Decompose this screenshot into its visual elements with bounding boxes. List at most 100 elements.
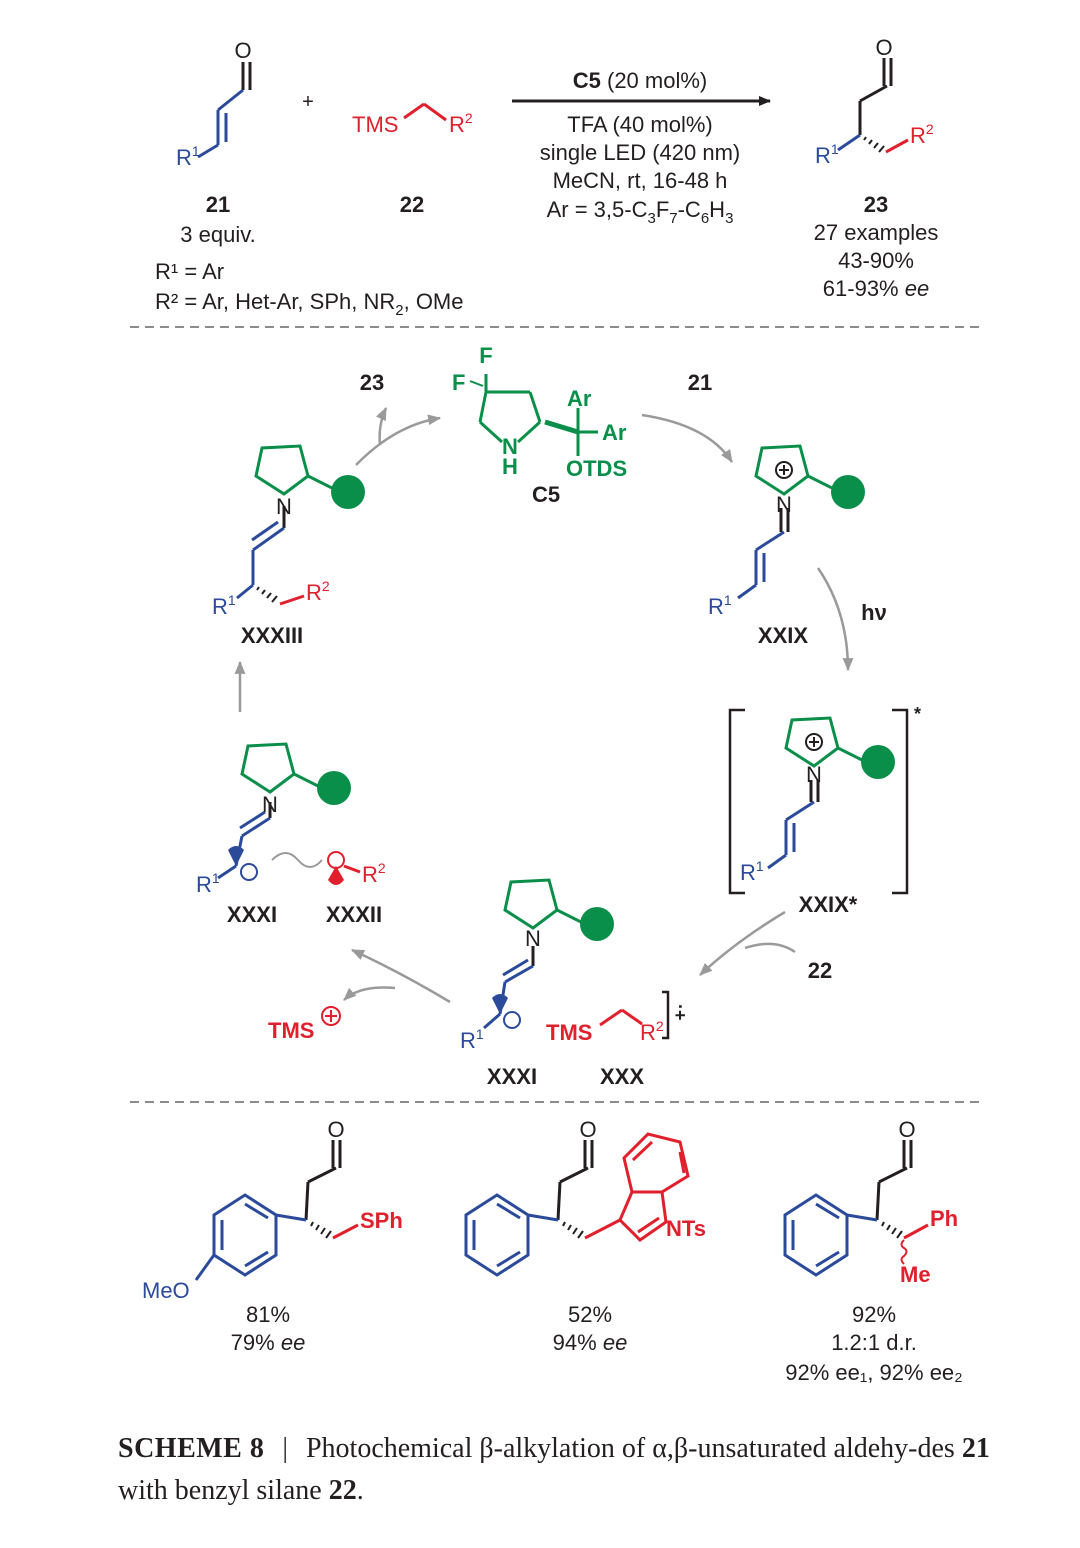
catalyst-amine-n: N (502, 434, 518, 459)
example-3-yield: 92% (852, 1302, 896, 1327)
positive-charge-cross (779, 465, 789, 475)
condition-light: single LED (420 nm) (540, 140, 741, 165)
example-3-oxygen: O (898, 1117, 915, 1142)
xxxiii-r1: R1 (212, 592, 236, 619)
scheme-caption: SCHEME 8 | Photochemical β-alkylation of α… (118, 1428, 1018, 1512)
catalyst-placeholder-sphere (331, 475, 365, 509)
intermediate-xxxiii-structure (236, 444, 337, 606)
catalyst-fluorine-top: F (479, 343, 492, 368)
cycle-release-23-label: 23 (360, 370, 384, 395)
example-3-dr: 1.2:1 d.r. (831, 1330, 917, 1355)
caption-separator: | (282, 1433, 288, 1464)
r1-label: R1 (176, 143, 200, 170)
example-3-ee: 92% ee₁, 92% ee₂ (785, 1360, 962, 1385)
product-yield-range: 43-90% (838, 248, 914, 273)
positive-charge-icon (775, 461, 793, 479)
p-orbital-open-lobe (240, 863, 258, 881)
xxxi-bottom-r1: R1 (460, 1026, 484, 1053)
example-3-structure (783, 1140, 929, 1277)
caption-label: SCHEME 8 (118, 1433, 265, 1464)
example-1-ee: 79% ee (231, 1330, 306, 1355)
example-1-methoxy: MeO (142, 1278, 190, 1303)
tms-positive-charge-cross (325, 1010, 337, 1022)
xxix-star-r1: R1 (740, 858, 764, 885)
intermediate-xxix-star-structure (767, 716, 867, 870)
caption-compound-22: 22 (328, 1475, 357, 1506)
product-r1-label: R1 (815, 141, 839, 168)
tms-label: TMS (352, 112, 398, 137)
radical-pair-bottom-structure (483, 878, 670, 1040)
example-3-substituent-bottom: Me (900, 1262, 931, 1287)
excited-state-brackets (728, 708, 909, 895)
r2-definition: R² = Ar, Het-Ar, SPh, NR2, OMe (155, 289, 464, 319)
example-3-substituent-top: Ph (930, 1206, 958, 1231)
example-2-oxygen: O (579, 1117, 596, 1142)
label-xxxi-bottom: XXXI (487, 1064, 537, 1089)
compound-23-number: 23 (864, 192, 888, 217)
example-1-substituent: SPh (360, 1208, 403, 1233)
catalyst-c5-structure (469, 374, 598, 456)
product-23-structure (837, 58, 909, 154)
label-xxix: XXIX (758, 623, 808, 648)
excited-iminium-nitrogen: N (806, 762, 822, 787)
label-xxxiii: XXXIII (241, 623, 303, 648)
reactant-22-structure (403, 102, 447, 122)
xxxi-left-r1: R1 (196, 870, 220, 897)
example-1-oxygen: O (327, 1117, 344, 1142)
tms-positive-charge-icon (321, 1006, 341, 1026)
positive-charge-icon (805, 733, 823, 751)
radical-cation-charge: ·+ (670, 1004, 690, 1021)
plus-sign: + (302, 91, 314, 113)
catalyst-placeholder-sphere (317, 771, 351, 805)
caption-text-a: Photochemical β-alkylation of α,β-unsatu… (305, 1433, 962, 1464)
caption-compound-21: 21 (961, 1433, 990, 1464)
radical-orbital-filled-lobe (328, 866, 344, 885)
condition-ar-definition: Ar = 3,5-C3F7-C6H3 (547, 197, 734, 227)
compound-21-equiv: 3 equiv. (180, 222, 255, 247)
intermediate-xxix-structure (737, 444, 837, 600)
catalyst-aryl-1: Ar (567, 386, 592, 411)
condition-acid: TFA (40 mol%) (567, 112, 712, 137)
xxx-r2: R2 (640, 1018, 664, 1045)
catalyst-c5-label: C5 (532, 482, 560, 507)
example-2-yield: 52% (568, 1302, 612, 1327)
catalyst-placeholder-sphere (861, 745, 895, 779)
product-examples: 27 examples (814, 220, 939, 245)
r1-definition: R¹ = Ar (155, 259, 224, 284)
p-orbital-open-lobe (503, 1011, 521, 1029)
catalyst-fluorine-left: F (452, 370, 465, 395)
r2-label: R2 (449, 110, 473, 137)
compound-21-number: 21 (206, 192, 230, 217)
label-xxx: XXX (600, 1064, 644, 1089)
product-oxygen: O (875, 35, 892, 60)
example-2-structure (464, 1132, 690, 1277)
light-hv-label: hν (861, 600, 887, 625)
catalyst-placeholder-sphere (831, 475, 865, 509)
xxx-tms-label: TMS (546, 1020, 592, 1045)
radical-cation-nitrogen: N (525, 926, 541, 951)
iminium-nitrogen: N (776, 492, 792, 517)
radical-enamine-nitrogen: N (262, 792, 278, 817)
positive-charge-cross (809, 737, 819, 747)
condition-catalyst: C5 (20 mol%) (573, 68, 707, 93)
caption-text-b: with benzyl silane (118, 1475, 329, 1506)
product-ee-range: 61-93% ee (823, 276, 929, 301)
enamine-nitrogen: N (276, 494, 292, 519)
p-orbital-filled-lobe (228, 846, 244, 866)
example-2-ee: 94% ee (553, 1330, 628, 1355)
aldehyde-oxygen: O (234, 38, 251, 63)
example-1-yield: 81% (246, 1302, 290, 1327)
tms-cation-label: TMS (268, 1018, 314, 1043)
catalyst-placeholder-sphere (580, 907, 614, 941)
radical-orbital-open-lobe (327, 851, 345, 869)
excited-state-star: * (914, 704, 921, 724)
p-orbital-filled-lobe (492, 994, 508, 1014)
product-r2-label: R2 (910, 121, 934, 148)
caption-text-c: . (356, 1475, 364, 1506)
label-xxix-star: XXIX* (799, 892, 858, 917)
catalyst-otds: OTDS (566, 456, 627, 481)
label-xxxii: XXXII (326, 902, 382, 927)
catalyst-aryl-2: Ar (602, 420, 627, 445)
example-2-substituent: NTs (666, 1216, 706, 1241)
reactant-21-structure (197, 62, 252, 159)
